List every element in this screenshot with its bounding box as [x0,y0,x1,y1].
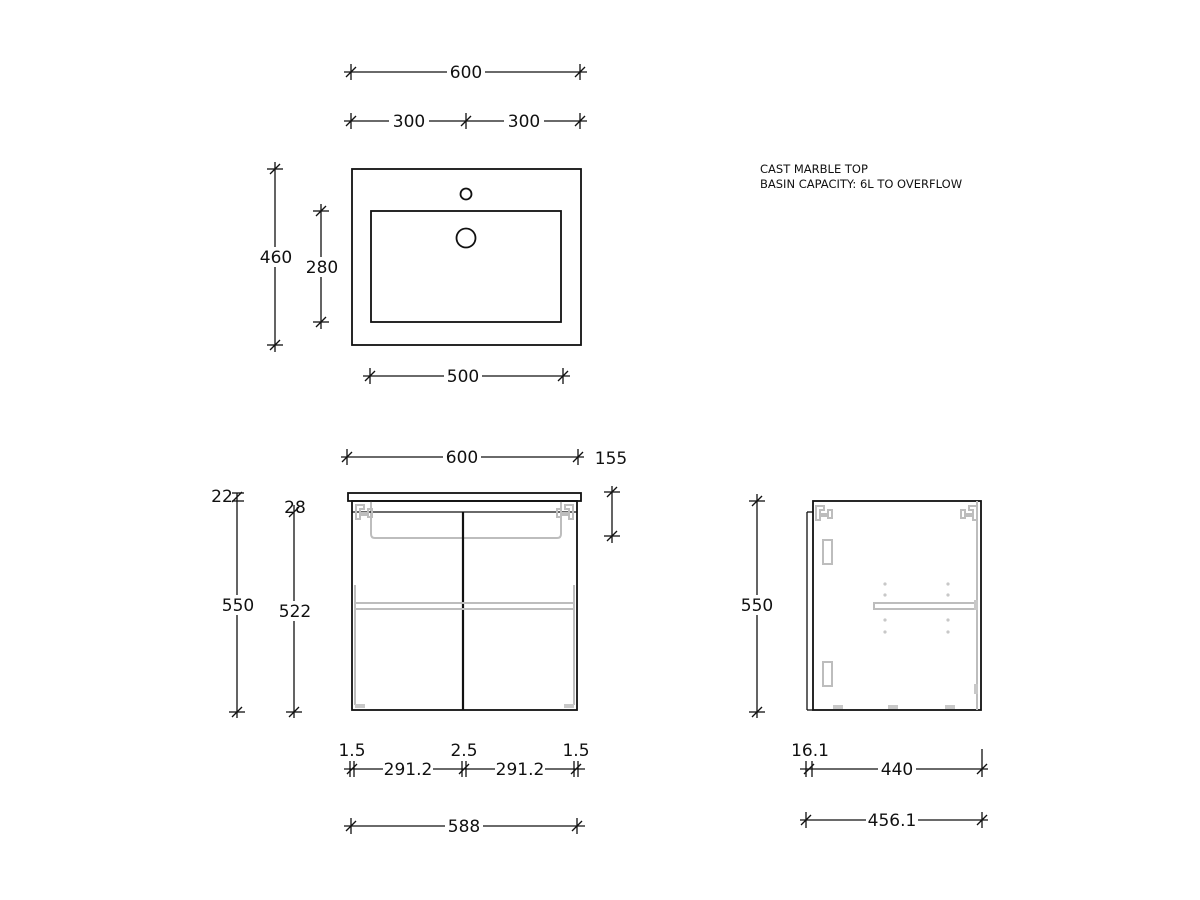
basin-top-outline [351,168,582,346]
dim-label: 28 [284,498,306,518]
dim-top-halves: 300 300 [344,111,587,132]
dim-door-widths: 291.2 291.2 [344,759,585,780]
top-view: 600 300 300 460 [259,62,587,387]
dim-label: 550 [741,596,773,616]
side-view: 550 16.1 440 456.1 [739,494,988,831]
hinge-icon [355,504,574,520]
dim-label: 300 [508,112,540,132]
dim-side-overall-depth: 456.1 [800,810,988,831]
dim-label: 460 [260,248,292,268]
dim-label: 291.2 [384,760,433,780]
dim-label: 600 [446,448,478,468]
dim-top-overall-width: 600 [344,62,587,83]
note-line-2: BASIN CAPACITY: 6L TO OVERFLOW [760,177,962,191]
dim-bowl-depth: 280 [305,204,339,329]
dim-label: 600 [450,63,482,83]
basin-under [370,501,562,539]
dim-side-height: 550 [739,494,775,718]
shelf-pin-holes [883,582,950,634]
dim-label: 550 [222,596,254,616]
marble-top [347,492,582,502]
dim-label: 2.5 [450,741,477,761]
hinge-icon [815,505,978,521]
waste-hole [455,227,477,249]
side-cutout [822,539,833,565]
dim-label: 456.1 [868,811,917,831]
dim-label: 291.2 [496,760,545,780]
dim-side-body-depth: 440 [800,749,988,780]
tap-hole [459,187,473,201]
side-cutout [822,661,833,687]
dim-label: 588 [448,817,480,837]
front-view: 600 155 22 [211,447,627,837]
note-line-1: CAST MARBLE TOP [760,162,868,176]
cabinet-body [351,500,578,711]
dim-top-depth: 460 [259,162,293,352]
dim-top-height: 155 [595,449,627,543]
side-body [812,500,982,711]
dim-label: 280 [306,258,338,278]
dim-28: 28 [284,498,306,518]
basin-bowl-outline [370,210,562,323]
dim-label: 300 [393,112,425,132]
dim-label: 22 [211,487,233,507]
dim-body-width: 588 [344,816,585,837]
dim-front-overall-height: 550 [220,491,256,718]
dim-label: 155 [595,449,627,469]
dim-label: 1.5 [562,741,589,761]
dim-label: 500 [447,367,479,387]
dim-bowl-width: 500 [363,366,570,387]
dim-front-overall-width: 600 [341,447,584,468]
dim-label: 440 [881,760,913,780]
notes: CAST MARBLE TOP BASIN CAPACITY: 6L TO OV… [760,162,962,191]
dim-top-thickness: 22 [211,487,244,507]
dim-label: 1.5 [338,741,365,761]
side-shelf [873,602,978,610]
dim-body-height: 522 [277,505,313,718]
dim-label: 522 [279,602,311,622]
dim-label: 16.1 [791,741,829,761]
